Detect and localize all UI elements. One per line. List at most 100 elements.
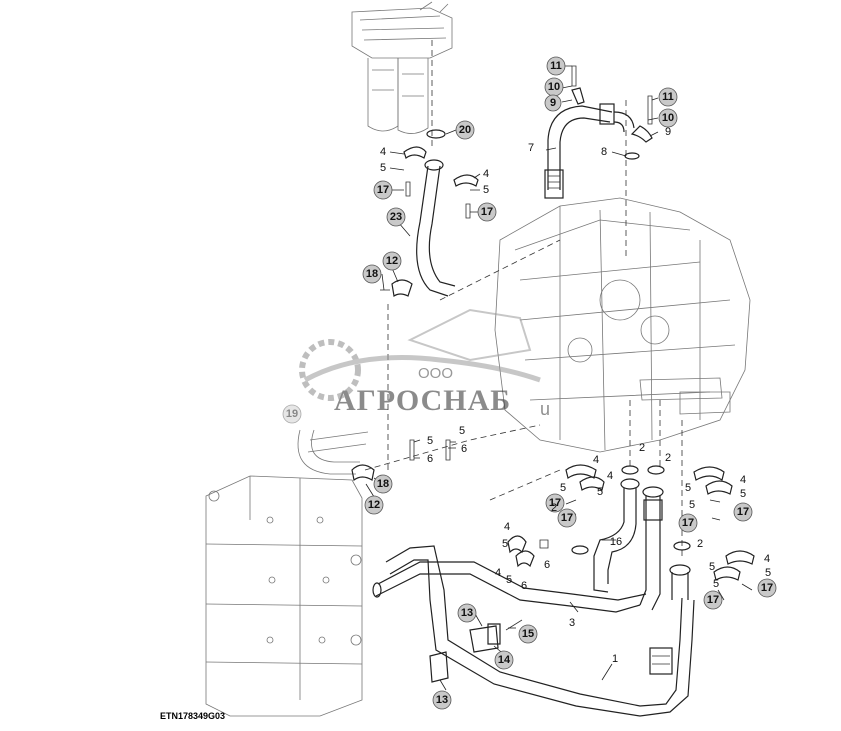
callout-12a: 12 <box>382 251 402 271</box>
callout-4e: 4 <box>740 474 746 486</box>
svg-text:6: 6 <box>544 559 550 571</box>
svg-text:17: 17 <box>707 594 719 606</box>
figure-id-label: ETN178349G03 <box>160 711 226 721</box>
callout-6b: 6 <box>461 443 467 455</box>
svg-text:5: 5 <box>713 578 719 590</box>
callout-5j: 5 <box>765 567 771 579</box>
svg-text:5: 5 <box>689 499 695 511</box>
callout-8: 8 <box>601 146 607 158</box>
callout-14: 14 <box>494 650 514 670</box>
callout-1: 1 <box>612 653 618 665</box>
callout-5k: 5 <box>709 561 715 573</box>
callout-17f: 17 <box>678 513 698 533</box>
svg-text:4: 4 <box>764 553 770 565</box>
callout-3: 3 <box>569 617 575 629</box>
svg-text:6: 6 <box>427 453 433 465</box>
callout-17c: 17 <box>545 493 565 513</box>
svg-text:5: 5 <box>765 567 771 579</box>
svg-text:9: 9 <box>665 126 671 138</box>
svg-text:17: 17 <box>549 497 561 509</box>
callout-4f: 4 <box>764 553 770 565</box>
svg-text:17: 17 <box>682 517 694 529</box>
svg-text:4: 4 <box>593 454 599 466</box>
svg-text:11: 11 <box>550 60 562 72</box>
callout-4d: 4 <box>607 470 613 482</box>
svg-text:17: 17 <box>737 506 749 518</box>
svg-text:17: 17 <box>481 206 493 218</box>
callout-10b: 10 <box>658 108 678 128</box>
callout-6c: 6 <box>521 580 527 592</box>
filter-assembly <box>351 1 453 134</box>
callout-15: 15 <box>518 624 538 644</box>
hoses <box>297 103 695 717</box>
callout-4c: 4 <box>593 454 599 466</box>
svg-text:5: 5 <box>709 561 715 573</box>
assembly-lines <box>364 40 683 560</box>
svg-text:23: 23 <box>390 211 402 223</box>
svg-text:10: 10 <box>548 81 560 93</box>
svg-text:5: 5 <box>506 574 512 586</box>
callout-23: 23 <box>386 207 406 227</box>
callout-13b: 13 <box>432 690 452 710</box>
svg-text:5: 5 <box>483 184 489 196</box>
callout-17a: 17 <box>373 180 393 200</box>
watermark-suffix: u <box>540 399 550 419</box>
svg-text:8: 8 <box>601 146 607 158</box>
callout-20: 20 <box>455 120 475 140</box>
callout-10: 10 <box>544 77 564 97</box>
svg-text:2: 2 <box>551 502 557 514</box>
svg-text:5: 5 <box>597 486 603 498</box>
transmission-housing <box>494 197 751 453</box>
callout-5g: 5 <box>740 488 746 500</box>
svg-text:13: 13 <box>461 607 473 619</box>
callout-2b: 2 <box>665 452 671 464</box>
callout-16: 16 <box>610 536 622 548</box>
callout-5b: 5 <box>483 184 489 196</box>
svg-text:6: 6 <box>461 443 467 455</box>
svg-text:10: 10 <box>662 112 674 124</box>
callout-9: 9 <box>544 94 562 112</box>
callout-4h: 4 <box>495 567 501 579</box>
svg-text:17: 17 <box>377 184 389 196</box>
svg-text:11: 11 <box>662 91 674 103</box>
callout-5a: 5 <box>380 162 386 174</box>
callout-4g: 4 <box>504 521 510 533</box>
callout-5m: 5 <box>502 538 508 550</box>
svg-text:20: 20 <box>459 124 471 136</box>
svg-text:5: 5 <box>685 482 691 494</box>
svg-text:5: 5 <box>459 425 465 437</box>
watermark-company-name: АГРОСНАБ <box>334 384 511 417</box>
svg-text:17: 17 <box>761 582 773 594</box>
svg-text:16: 16 <box>610 536 622 548</box>
svg-text:14: 14 <box>498 654 511 666</box>
callout-4b: 4 <box>483 168 489 180</box>
callout-18a: 18 <box>362 264 382 284</box>
svg-text:4: 4 <box>495 567 501 579</box>
callout-6d: 6 <box>544 559 550 571</box>
callout-2a: 2 <box>639 442 645 454</box>
svg-text:5: 5 <box>427 435 433 447</box>
svg-text:2: 2 <box>639 442 645 454</box>
svg-text:5: 5 <box>560 482 566 494</box>
svg-text:7: 7 <box>528 142 534 154</box>
callout-19: 19 <box>282 404 302 424</box>
svg-text:4: 4 <box>483 168 489 180</box>
callout-13a: 13 <box>457 603 477 623</box>
callout-5l: 5 <box>713 578 719 590</box>
svg-text:17: 17 <box>561 512 573 524</box>
callout-5f: 5 <box>597 486 603 498</box>
callout-12b: 12 <box>364 495 384 515</box>
svg-text:6: 6 <box>521 580 527 592</box>
svg-text:18: 18 <box>377 478 389 490</box>
svg-text:4: 4 <box>380 146 386 158</box>
callout-5n: 5 <box>506 574 512 586</box>
svg-text:12: 12 <box>368 499 380 511</box>
svg-text:3: 3 <box>569 617 575 629</box>
svg-text:15: 15 <box>522 628 534 640</box>
svg-text:4: 4 <box>607 470 613 482</box>
callout-5i: 5 <box>689 499 695 511</box>
callout-5d: 5 <box>459 425 465 437</box>
fittings <box>351 65 755 683</box>
callout-9b: 9 <box>665 126 671 138</box>
